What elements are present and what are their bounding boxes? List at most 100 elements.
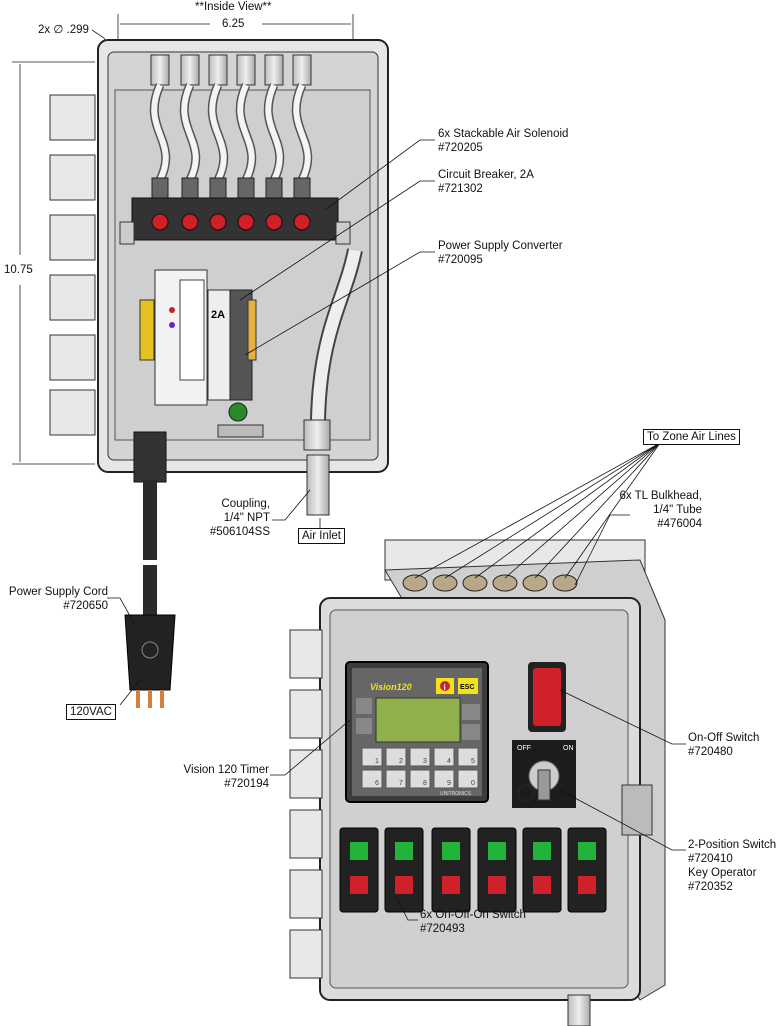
timer-brand: Vision120	[370, 682, 412, 692]
bulkhead-fitting	[432, 574, 458, 592]
on-off-on-switch	[522, 827, 562, 913]
on-off-on-callout: 6x On-Off-On Switch#720493	[420, 909, 526, 935]
width-dimension: 6.25	[222, 18, 245, 30]
on-off-on-switch	[339, 827, 379, 913]
bulkhead-callout: 6x TL Bulkhead,1/4" Tube#476004	[619, 490, 702, 530]
key-off-label: OFF	[517, 745, 531, 752]
on-off-on-switch	[431, 827, 471, 913]
keypad-key	[361, 769, 383, 789]
keypad-key-label: 5	[471, 758, 475, 765]
on-off-callout: On-Off Switch#720480	[688, 732, 760, 758]
breaker-rating: 2A	[211, 309, 225, 321]
key-on-label: ON	[563, 745, 574, 752]
keypad-key	[433, 769, 455, 789]
keypad-key	[385, 747, 407, 767]
bulkhead-fitting	[462, 574, 488, 592]
hinge	[49, 334, 96, 381]
coupling-callout: Coupling,1/4" NPT#506104SS	[209, 498, 270, 538]
switch-red-button	[533, 876, 551, 894]
switch-red-button	[350, 876, 368, 894]
air-fitting	[236, 54, 256, 86]
hole-dimension: 2x ∅ .299	[38, 24, 89, 36]
solenoid-fitting	[237, 177, 255, 201]
solenoid-button	[237, 213, 255, 231]
on-off-on-switch	[384, 827, 424, 913]
solenoid-fitting	[181, 177, 199, 201]
keypad-key-label: 4	[447, 758, 451, 765]
voltage-callout: 120VAC	[66, 704, 116, 720]
keypad-key-label: 8	[423, 780, 427, 787]
switch-green-button	[442, 842, 460, 860]
switch-green-button	[350, 842, 368, 860]
dimension-lines	[12, 14, 354, 465]
hinge	[289, 869, 323, 919]
air-tube	[181, 83, 199, 182]
solenoid-button	[209, 213, 227, 231]
hinge	[289, 689, 323, 739]
converter-callout: Power Supply Converter#720095	[438, 240, 563, 266]
solenoid-button	[181, 213, 199, 231]
hinge	[49, 389, 96, 436]
maker-logo: UNITRONICS	[440, 791, 472, 797]
hinge	[289, 629, 323, 679]
switch-red-button	[488, 876, 506, 894]
switch-green-button	[578, 842, 596, 860]
keypad-key-label: 3	[423, 758, 427, 765]
bulkhead-fitting	[492, 574, 518, 592]
hinge	[289, 749, 323, 799]
switch-red-button	[395, 876, 413, 894]
hinge	[289, 929, 323, 979]
solenoid-fitting	[293, 177, 311, 201]
breaker-callout: Circuit Breaker, 2A#721302	[438, 169, 534, 195]
air-fitting	[264, 54, 284, 86]
hinge	[49, 214, 96, 261]
switch-green-button	[533, 842, 551, 860]
zone-lines-callout: To Zone Air Lines	[643, 429, 740, 445]
height-dimension: 10.75	[4, 264, 33, 276]
on-off-on-switch	[567, 827, 607, 913]
keypad-key-label: 6	[375, 780, 379, 787]
power-cord-callout: Power Supply Cord#720650	[8, 586, 108, 612]
switch-red-button	[578, 876, 596, 894]
info-key: i	[444, 683, 446, 692]
keypad-key	[409, 747, 431, 767]
bulkhead-fitting	[402, 574, 428, 592]
keypad-key-label: 9	[447, 780, 451, 787]
air-fitting	[208, 54, 228, 86]
timer-callout: Vision 120 Timer#720194	[183, 764, 269, 790]
switch-green-button	[488, 842, 506, 860]
solenoid-fitting	[209, 177, 227, 201]
air-tube	[209, 83, 227, 182]
switch-red-button	[442, 876, 460, 894]
solenoid-callout: 6x Stackable Air Solenoid#720205	[438, 128, 569, 154]
air-tube	[151, 83, 169, 182]
switch-green-button	[395, 842, 413, 860]
solenoid-button	[293, 213, 311, 231]
keypad-key	[361, 747, 383, 767]
hinge	[289, 809, 323, 859]
solenoid-button	[151, 213, 169, 231]
keypad-key	[433, 747, 455, 767]
air-fitting	[180, 54, 200, 86]
air-fitting	[150, 54, 170, 86]
solenoid-fitting	[151, 177, 169, 201]
keypad-key-label: 7	[399, 780, 403, 787]
solenoid-fitting	[265, 177, 283, 201]
keypad-key-label: 2	[399, 758, 403, 765]
inside-view-title: **Inside View**	[195, 1, 272, 13]
inside-enclosure: 2A	[49, 39, 389, 708]
solenoid-button	[265, 213, 283, 231]
bulkhead-fitting	[522, 574, 548, 592]
hinge	[49, 94, 96, 141]
air-tube	[237, 83, 255, 182]
keypad-key-label: 1	[375, 758, 379, 765]
keypad-key	[457, 769, 479, 789]
keypad-key	[457, 747, 479, 767]
air-tube	[265, 83, 283, 182]
air-tube	[293, 83, 311, 182]
keypad-key-label: 0	[471, 780, 475, 787]
keypad-key	[385, 769, 407, 789]
